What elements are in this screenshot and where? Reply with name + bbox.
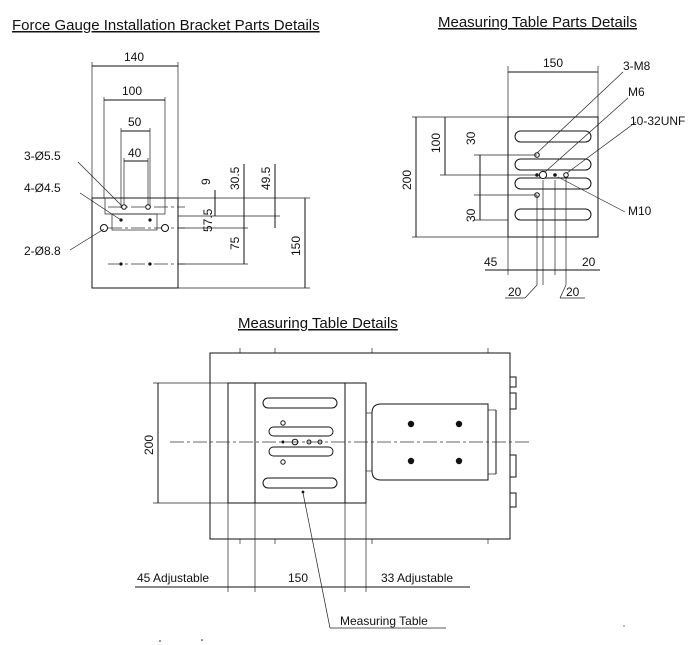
table-details-title: Measuring Table Details [238,315,398,332]
callout-m6: M6 [628,85,645,99]
dim-20-bottom-right: 20 [566,285,580,299]
dim-30-5: 30.5 [228,166,242,190]
measuring-table [254,382,346,504]
bracket-mid-rect [111,213,158,231]
callout-2-d8-8: 2-Ø8.8 [24,244,61,258]
callout-4-d4-5: 4-Ø4.5 [24,181,61,195]
dim-200-parts: 200 [400,170,414,190]
bracket-upper-rect [104,197,166,215]
dim-75: 75 [228,236,242,250]
dim-49-5: 49.5 [259,166,273,190]
bracket-title: Force Gauge Installation Bracket Parts D… [12,17,320,34]
table-parts-title: Measuring Table Parts Details [438,14,637,31]
bracket-drawing: 140 100 50 40 9 30.5 49.5 57.5 75 150 [24,50,310,289]
dim-150-vertical: 150 [289,236,303,256]
dim-45-adjustable: 45 Adjustable [137,571,209,585]
housing [209,352,511,540]
dim-50: 50 [128,115,142,129]
dim-33-adjustable: 33 Adjustable [381,571,453,585]
dim-40: 40 [128,146,142,160]
bracket-arm [371,403,489,481]
callout-10-32unf: 10-32UNF [630,114,685,128]
dim-100-parts: 100 [429,133,443,153]
table-details-drawing: 200 45 Adjustable 150 33 Adjustable Meas… [135,348,530,629]
callout-3-m8: 3-M8 [623,59,651,73]
dim-30-lower: 30 [464,208,478,222]
callout-m10: M10 [628,204,652,218]
dim-150-top: 150 [543,56,563,70]
callout-3-d5-5: 3-Ø5.5 [24,149,61,163]
callout-measuring-table: Measuring Table [340,614,428,628]
dim-57-5: 57.5 [201,208,215,232]
dim-30-upper: 30 [464,131,478,145]
dim-150-details: 150 [288,571,308,585]
dim-100: 100 [122,84,142,98]
table-plate [507,116,599,238]
dim-140: 140 [124,50,144,64]
dim-45-parts: 45 [484,255,498,269]
dim-9: 9 [199,178,213,185]
dim-20-right: 20 [582,255,596,269]
dim-20-bottom-left: 20 [508,285,522,299]
dim-200-details: 200 [142,435,156,455]
table-parts-drawing: 150 200 100 30 30 45 20 20 20 [400,56,685,299]
